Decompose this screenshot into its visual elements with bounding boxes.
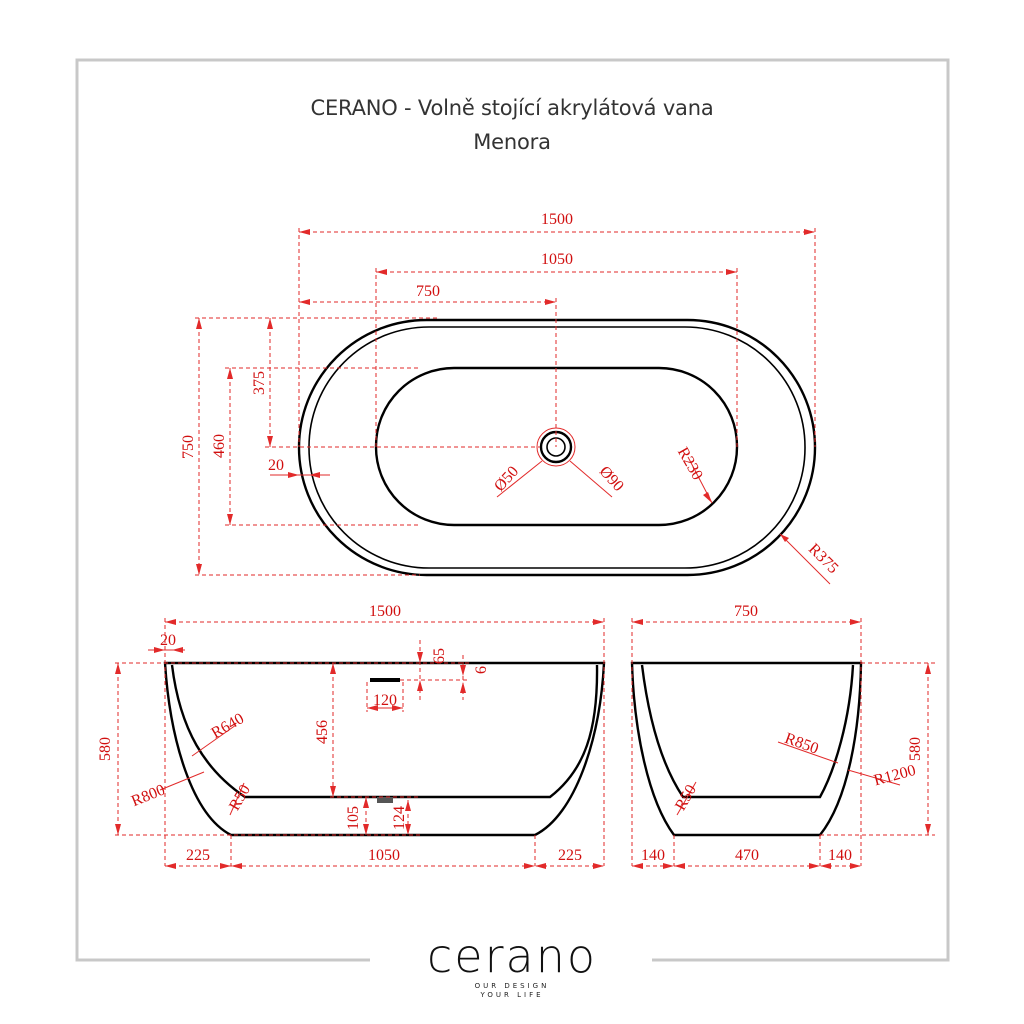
bathtub-outer-outline xyxy=(297,318,817,577)
dim-top-rim-20: 20 xyxy=(268,457,284,474)
dim-top-750-depth: 750 xyxy=(180,435,197,459)
dim-side-456: 456 xyxy=(314,720,331,744)
dim-drain-90: Ø90 xyxy=(596,463,627,495)
dim-side-r640: R640 xyxy=(208,710,247,742)
dim-side-1050: 1050 xyxy=(368,847,400,864)
dim-side-124: 124 xyxy=(391,806,408,830)
logo-wordmark: cerano xyxy=(427,929,597,983)
dim-side-rim-20: 20 xyxy=(160,632,176,649)
side-drain xyxy=(377,797,393,803)
side-inner-basin xyxy=(170,664,599,799)
brand-logo: cerano OUR DESIGN YOUR LIFE xyxy=(0,930,1024,1000)
dim-side-120: 120 xyxy=(373,692,397,709)
dim-side-r800: R800 xyxy=(129,781,168,810)
dim-side-580: 580 xyxy=(97,737,114,761)
side-outer-shell xyxy=(163,661,606,837)
dim-end-750: 750 xyxy=(734,603,758,620)
dim-top-1500: 1500 xyxy=(541,211,573,228)
side-view: 1500 20 65 6 120 580 456 R640 R800 R50 1… xyxy=(97,603,606,869)
dim-top-375: 375 xyxy=(251,371,268,395)
dim-radius-230: R230 xyxy=(674,444,706,483)
dim-top-460: 460 xyxy=(211,434,228,458)
logo-tagline-1: OUR DESIGN xyxy=(474,982,550,990)
drawing-title: CERANO - Volně stojící akrylátová vana xyxy=(310,96,714,120)
dim-side-65: 65 xyxy=(431,648,448,664)
overflow xyxy=(370,678,400,682)
logo-tagline-2: YOUR LIFE xyxy=(480,991,544,999)
dim-side-6: 6 xyxy=(473,666,490,674)
dim-side-225-right: 225 xyxy=(558,847,582,864)
dim-end-470: 470 xyxy=(735,847,759,864)
end-outer-shell xyxy=(630,661,863,837)
dim-end-r1200: R1200 xyxy=(872,762,918,789)
dim-radius-375: R375 xyxy=(805,541,842,578)
model-name: Menora xyxy=(473,130,551,154)
page-frame xyxy=(75,58,950,962)
dim-side-225-left: 225 xyxy=(186,847,210,864)
dim-top-750-x: 750 xyxy=(416,283,440,300)
top-view: 1500 1050 750 750 375 460 20 Ø50 Ø90 R23… xyxy=(180,211,842,585)
dim-top-1050: 1050 xyxy=(541,251,573,268)
dim-side-1500: 1500 xyxy=(369,603,401,620)
dim-drain-50: Ø50 xyxy=(491,463,522,495)
dim-side-105: 105 xyxy=(345,806,362,830)
bathtub-rim-line xyxy=(308,326,806,569)
dim-end-r850: R850 xyxy=(782,730,820,758)
dim-end-580: 580 xyxy=(907,737,924,761)
dim-end-140-right: 140 xyxy=(828,847,852,864)
end-inner-basin xyxy=(640,664,855,799)
end-view: 750 R850 R1200 580 R50 140 470 140 xyxy=(630,603,935,869)
dim-end-140-left: 140 xyxy=(641,847,665,864)
